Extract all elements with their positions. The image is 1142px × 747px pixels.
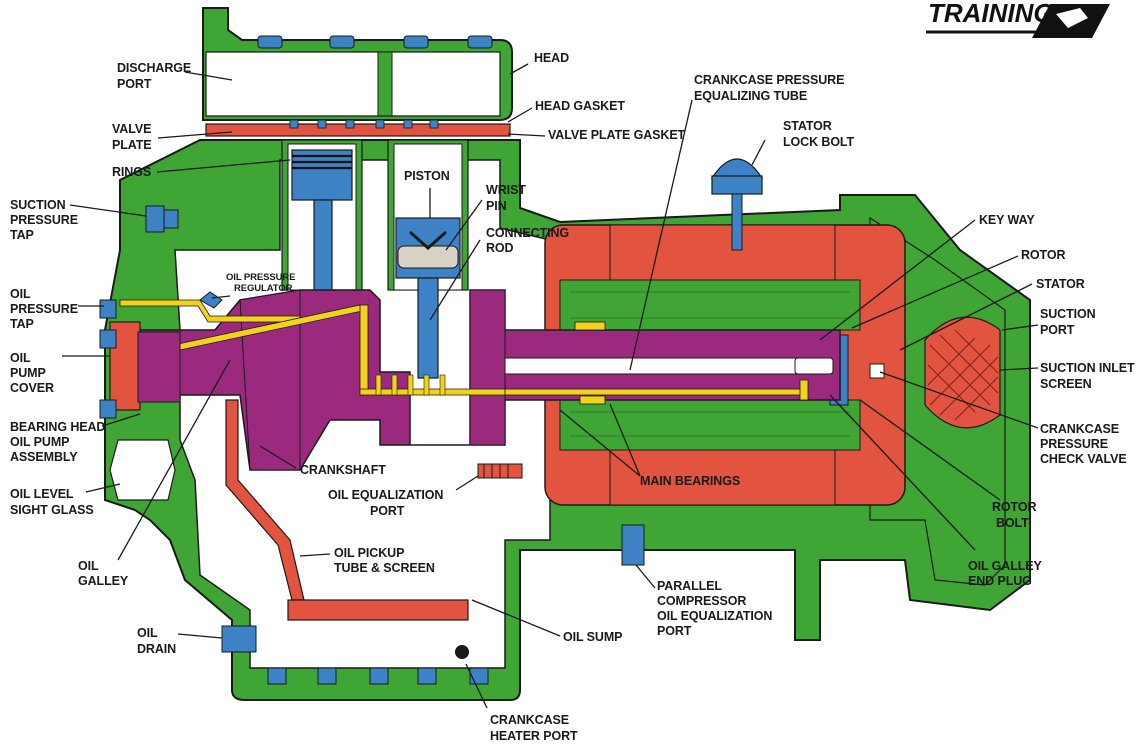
label-stator: STATOR — [1036, 277, 1085, 291]
valve-plate — [205, 123, 511, 137]
label-key-way: KEY WAY — [979, 213, 1035, 227]
discharge-head — [202, 7, 513, 121]
equalizing-tube — [504, 357, 826, 375]
connecting-rod — [417, 277, 439, 379]
label-rings: RINGS — [112, 165, 151, 179]
oil-pressure-regulator — [199, 291, 223, 309]
crankshaft — [129, 289, 841, 471]
label-crankshaft: CRANKSHAFT — [300, 463, 386, 477]
check-valve — [869, 363, 885, 379]
label-oil-sump: OIL SUMP — [563, 630, 622, 644]
label-main-bearings: MAIN BEARINGS — [640, 474, 740, 488]
label-head: HEAD — [534, 51, 569, 65]
piston-right — [395, 217, 461, 379]
head-bolts — [257, 35, 493, 49]
label-rotor: ROTOR — [1021, 248, 1065, 262]
oil-equalization-port — [477, 463, 523, 479]
label-valve-plate-gasket: VALVE PLATE GASKET — [548, 128, 686, 142]
base-bolts — [267, 667, 489, 685]
suction-inlet — [869, 316, 1001, 429]
stator-lock-bolt — [710, 158, 764, 251]
leader-lines — [62, 63, 1039, 709]
oil-drain-plug — [221, 625, 257, 653]
piston-rings — [292, 154, 352, 170]
oil-galley — [119, 299, 809, 405]
oil-pump-assembly — [99, 299, 181, 419]
oil-pickup-screen — [287, 599, 469, 621]
training-logo: TRAINING — [926, 0, 1110, 38]
label-head-gasket: HEAD GASKET — [535, 99, 625, 113]
suction-pressure-tap-fitting — [145, 205, 179, 233]
label-piston: PISTON — [404, 169, 450, 183]
brand-text: TRAINING — [928, 0, 1054, 28]
parallel-equalization-fitting — [621, 524, 645, 566]
discharge-chamber — [205, 51, 501, 117]
oil-sight-glass — [109, 439, 176, 501]
crankcase-heater-port — [455, 645, 469, 659]
